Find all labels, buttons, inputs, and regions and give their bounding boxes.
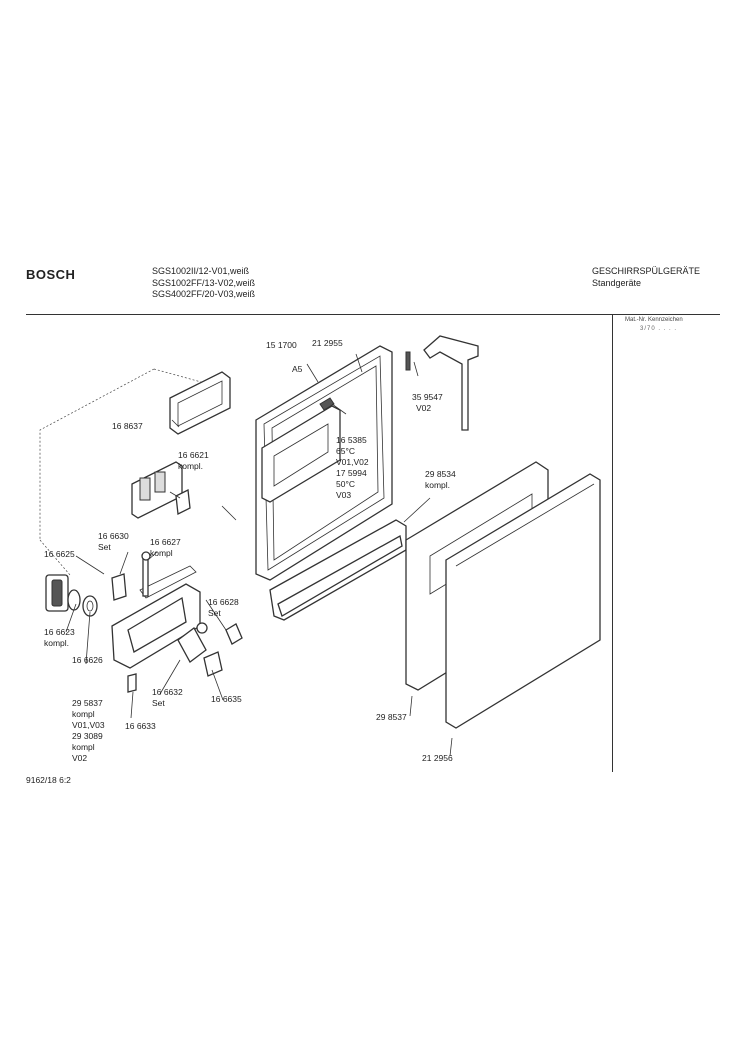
category-title: GESCHIRRSPÜLGERÄTE <box>592 266 701 276</box>
part-label: 16 6627 <box>150 537 181 547</box>
part-label: V01,V02 <box>336 457 369 467</box>
part-label: 16 5385 <box>336 435 367 445</box>
bottom-strip-part <box>269 519 407 621</box>
part-label: Set <box>208 608 221 618</box>
part-label: 29 3089 <box>72 731 103 741</box>
drawing-reference: 9162/18 6:2 <box>26 775 71 785</box>
part-label: 16 6623 <box>44 627 75 637</box>
column-divider <box>612 315 613 772</box>
model-line: SGS4002FF/20-V03,weiß <box>152 289 256 299</box>
part-label: 16 6630 <box>98 531 129 541</box>
knob-part <box>45 574 98 617</box>
part-label: 35 9547 <box>412 392 443 402</box>
side-column-value: 3/70 . . . . <box>640 326 678 332</box>
part-label: V02 <box>416 403 432 413</box>
control-panel-part <box>131 461 191 519</box>
part-label: kompl <box>72 709 95 719</box>
part-label: 15 1700 <box>266 340 297 350</box>
part-label: V02 <box>72 753 88 763</box>
part-label: 16 6625 <box>44 549 75 559</box>
part-label: kompl <box>72 742 95 752</box>
front-panel <box>445 473 601 729</box>
part-label: kompl. <box>178 461 204 471</box>
part-label: 21 2956 <box>422 753 453 763</box>
part-label: 17 5994 <box>336 468 367 478</box>
part-label: 16 6635 <box>211 694 242 704</box>
header-rule <box>26 314 720 315</box>
part-label: 65°C <box>336 446 355 456</box>
model-list: SGS1002II/12-V01,weiß SGS1002FF/13-V02,w… <box>152 266 255 301</box>
part-label: Set <box>98 542 111 552</box>
part-label: Set <box>152 698 165 708</box>
handle-frame-part <box>169 371 231 435</box>
part-label: kompl. <box>44 638 70 648</box>
inner-door-panel <box>255 345 393 581</box>
part-label: 50°C <box>336 479 355 489</box>
part-label: 29 8537 <box>376 712 407 722</box>
part-label: V03 <box>336 490 352 500</box>
part-label: 16 6621 <box>178 450 209 460</box>
side-column-header: Mat.-Nr. Kennzeichen <box>625 317 683 323</box>
category-subtitle: Standgeräte <box>592 277 642 288</box>
part-label: A5 <box>292 364 303 374</box>
part-label: kompl. <box>425 480 451 490</box>
part-label: 16 6626 <box>72 655 103 665</box>
bracket-part <box>405 335 479 431</box>
part-label: 29 8534 <box>425 469 456 479</box>
model-line: SGS1002II/12-V01,weiß <box>152 266 250 276</box>
part-label: 16 6628 <box>208 597 239 607</box>
part-label: 21 2955 <box>312 338 343 348</box>
small-parts <box>111 551 243 693</box>
model-line: SGS1002FF/13-V02,weiß <box>152 277 256 288</box>
part-label: 16 6632 <box>152 687 183 697</box>
part-label: 16 6633 <box>125 721 156 731</box>
part-label: 16 8637 <box>112 421 143 431</box>
brand-logo-text: BOSCH <box>26 267 76 282</box>
part-label: V01,V03 <box>72 720 105 730</box>
part-label: kompl <box>150 548 173 558</box>
category-block: GESCHIRRSPÜLGERÄTE Standgeräte <box>592 266 700 289</box>
part-label: 29 5837 <box>72 698 103 708</box>
